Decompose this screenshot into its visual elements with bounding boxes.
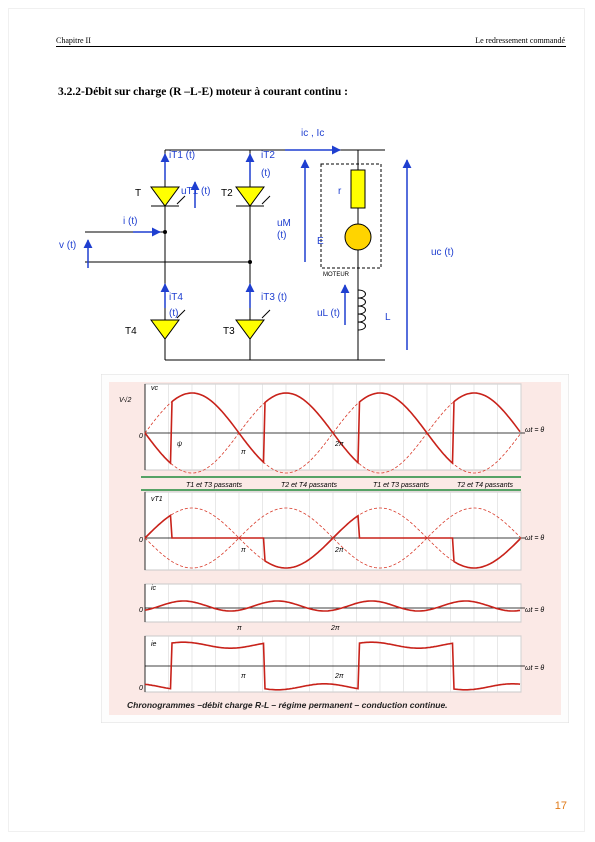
thyristor-t1 bbox=[150, 186, 186, 207]
p4-pi: π bbox=[241, 673, 246, 680]
label-um-t: (t) bbox=[277, 230, 286, 241]
p3-2pi: 2π bbox=[330, 625, 340, 632]
p4-2pi: 2π bbox=[334, 673, 344, 680]
ic-curve bbox=[144, 600, 521, 612]
label-it2: iT2 bbox=[261, 150, 275, 161]
p4-zero: 0 bbox=[139, 685, 143, 692]
p2-2pi: 2π bbox=[334, 547, 344, 554]
p3-zero: 0 bbox=[139, 607, 143, 614]
label-i: i (t) bbox=[123, 216, 137, 227]
circuit-diagram: ic , Ic iT1 (t) iT2 (t) uT1 (t) uM (t) i… bbox=[59, 128, 454, 361]
p1-peak: V√2 bbox=[119, 396, 132, 404]
label-moteur: MOTEUR bbox=[323, 272, 350, 278]
label-v: v (t) bbox=[59, 240, 76, 251]
p3-ylabel: ic bbox=[151, 585, 157, 592]
p2-ylabel: vT1 bbox=[151, 496, 163, 503]
label-it4-t: (t) bbox=[169, 308, 178, 319]
label-t4: T4 bbox=[125, 326, 137, 337]
label-it4: iT4 bbox=[169, 292, 183, 303]
p1-ylabel: vc bbox=[151, 385, 159, 392]
thyristor-t2 bbox=[235, 186, 271, 207]
p1-2pi: 2π bbox=[334, 441, 344, 448]
header-title: Le redressement commandé bbox=[475, 36, 565, 45]
label-um: uM bbox=[277, 218, 291, 229]
label-it3: iT3 (t) bbox=[261, 292, 287, 303]
label-t1: T bbox=[135, 188, 141, 199]
vt1-curve bbox=[144, 513, 521, 569]
p3-axis: ωt = θ bbox=[525, 607, 544, 614]
p3-pi: π bbox=[237, 625, 242, 632]
label-t2: T2 bbox=[221, 188, 233, 199]
label-ul: uL (t) bbox=[317, 308, 340, 319]
cond-2: T2 et T4 passants bbox=[281, 482, 338, 489]
emf-source bbox=[344, 223, 372, 251]
p2-axis: ωt = θ bbox=[525, 535, 544, 542]
thyristor-t3 bbox=[235, 309, 271, 340]
label-e: E bbox=[317, 236, 324, 247]
conduction-band: T1 et T3 passants T2 et T4 passants T1 e… bbox=[141, 476, 521, 491]
p1-axis: ωt = θ bbox=[525, 427, 544, 434]
p4-ylabel: ie bbox=[151, 641, 157, 648]
section-title: 3.2.2-Débit sur charge (R –L-E) moteur à… bbox=[58, 86, 348, 98]
inductor-l bbox=[357, 289, 366, 331]
label-t3: T3 bbox=[223, 326, 235, 337]
chronogram-curves bbox=[144, 392, 522, 691]
p2-zero: 0 bbox=[139, 537, 143, 544]
label-ic: ic , Ic bbox=[301, 128, 324, 139]
chronogram-caption: Chronogrammes –débit charge R-L – régime… bbox=[127, 700, 448, 710]
p1-zero: 0 bbox=[139, 433, 143, 440]
label-l: L bbox=[385, 312, 391, 323]
thyristor-t4 bbox=[150, 309, 186, 340]
page-number: 17 bbox=[554, 800, 567, 812]
ie-curve bbox=[144, 641, 521, 691]
node-b bbox=[248, 260, 252, 264]
cond-3: T1 et T3 passants bbox=[373, 482, 430, 489]
label-it2-t: (t) bbox=[261, 168, 270, 179]
p4-axis: ωt = θ bbox=[525, 665, 544, 672]
reference-sine bbox=[144, 392, 522, 474]
label-it1: iT1 (t) bbox=[169, 150, 195, 161]
chronogram-figure: T1 et T3 passants T2 et T4 passants T1 e… bbox=[101, 374, 569, 723]
label-uc: uc (t) bbox=[431, 247, 454, 258]
p1-pi: π bbox=[241, 449, 246, 456]
resistor-r bbox=[350, 169, 366, 209]
cond-4: T2 et T4 passants bbox=[457, 482, 514, 489]
header-rule bbox=[56, 46, 566, 47]
p1-psi: ψ bbox=[177, 441, 182, 448]
motor-box bbox=[320, 163, 382, 269]
cond-1: T1 et T3 passants bbox=[186, 482, 243, 489]
label-ut1: uT1 (t) bbox=[181, 186, 210, 197]
header-chapter: Chapitre II bbox=[56, 36, 91, 45]
p2-pi: π bbox=[241, 547, 246, 554]
label-r: r bbox=[338, 186, 342, 197]
vc-curve bbox=[144, 392, 521, 465]
node-a bbox=[163, 230, 167, 234]
